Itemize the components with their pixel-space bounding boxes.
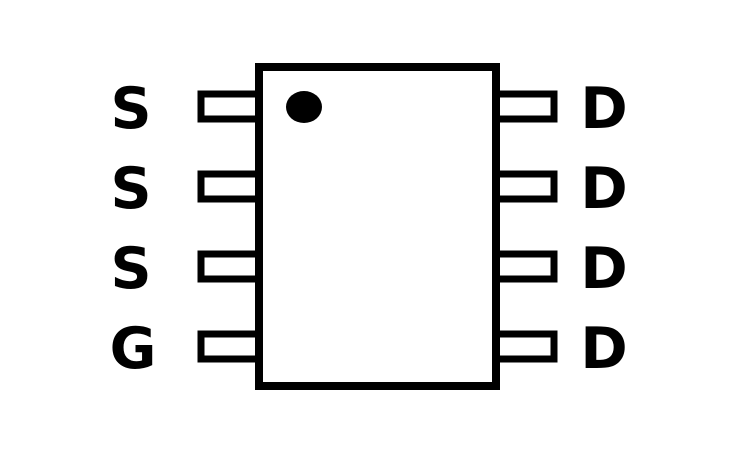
left-pin-label: S: [110, 236, 151, 302]
right-pin-lead-2: [492, 170, 558, 203]
left-pin-label: S: [110, 76, 151, 142]
right-pin-label: D: [580, 156, 627, 222]
left-pin-lead-3: [197, 250, 263, 283]
left-pin-lead-4: [197, 330, 263, 363]
right-pin-label: D: [580, 76, 627, 142]
left-pin-label: S: [110, 156, 151, 222]
right-pin-lead-1: [492, 90, 558, 123]
right-pin-lead-4: [492, 330, 558, 363]
right-pin-label: D: [580, 316, 627, 382]
left-pin-label: G: [110, 316, 157, 382]
right-pin-lead-3: [492, 250, 558, 283]
left-pin-lead-1: [197, 90, 263, 123]
right-pin-label: D: [580, 236, 627, 302]
pin1-dot-icon: [286, 91, 322, 123]
left-pin-lead-2: [197, 170, 263, 203]
